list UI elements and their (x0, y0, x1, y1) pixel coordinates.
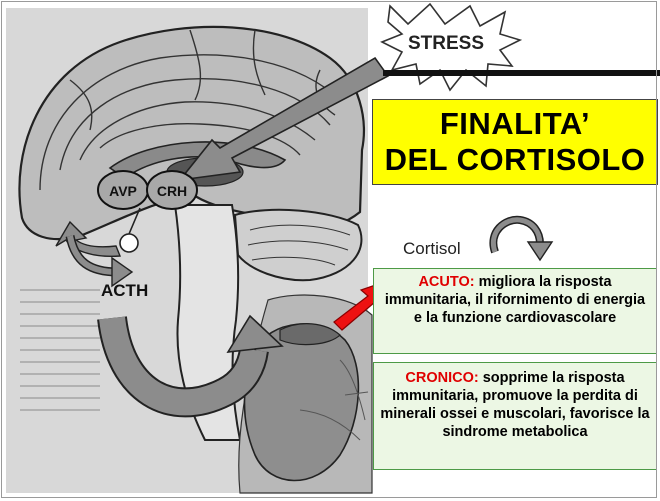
cortisol-arrowhead-icon (526, 241, 554, 262)
cortisol-label: Cortisol (403, 239, 461, 258)
acuto-text: migliora la risposta immunitaria, il rif… (384, 274, 646, 326)
stress-label: STRESS (408, 33, 484, 54)
pituitary-arrow-icon (55, 220, 122, 257)
title-box: FINALITA’ DEL CORTISOLO (372, 99, 658, 185)
acth-label: ACTH (101, 281, 148, 300)
pituitary-stalk (128, 207, 141, 235)
legend-lines (20, 289, 100, 411)
avp-label: AVP (109, 183, 137, 199)
title-rule (383, 70, 660, 76)
pituitary-curve-fill (67, 235, 119, 275)
title-line-2: DEL CORTISOLO (384, 142, 646, 177)
acuto-label: ACUTO: (418, 274, 475, 290)
adrenal-gland-icon (279, 323, 341, 346)
acuto-box: ACUTO: migliora la risposta immunitaria,… (373, 268, 657, 354)
cerebellum (233, 208, 363, 282)
pituitary-gland (119, 233, 139, 253)
acth-curve (99, 316, 267, 416)
cortisol-curl (490, 217, 543, 253)
crh-node (146, 170, 198, 210)
crh-label: CRH (157, 183, 187, 199)
title-line-1: FINALITA’ (439, 106, 591, 141)
cronico-box: CRONICO: sopprime la risposta immunitari… (373, 362, 657, 470)
acth-arrowhead-icon (226, 314, 284, 353)
vessels (299, 359, 369, 441)
cronico-label: CRONICO: (405, 370, 479, 386)
cronico-text: sopprime la risposta immunitaria, promuo… (380, 370, 650, 440)
cerebellum-folia (247, 224, 351, 266)
pituitary-arrowhead-icon (111, 256, 134, 288)
stress-arrow-icon (178, 56, 390, 182)
